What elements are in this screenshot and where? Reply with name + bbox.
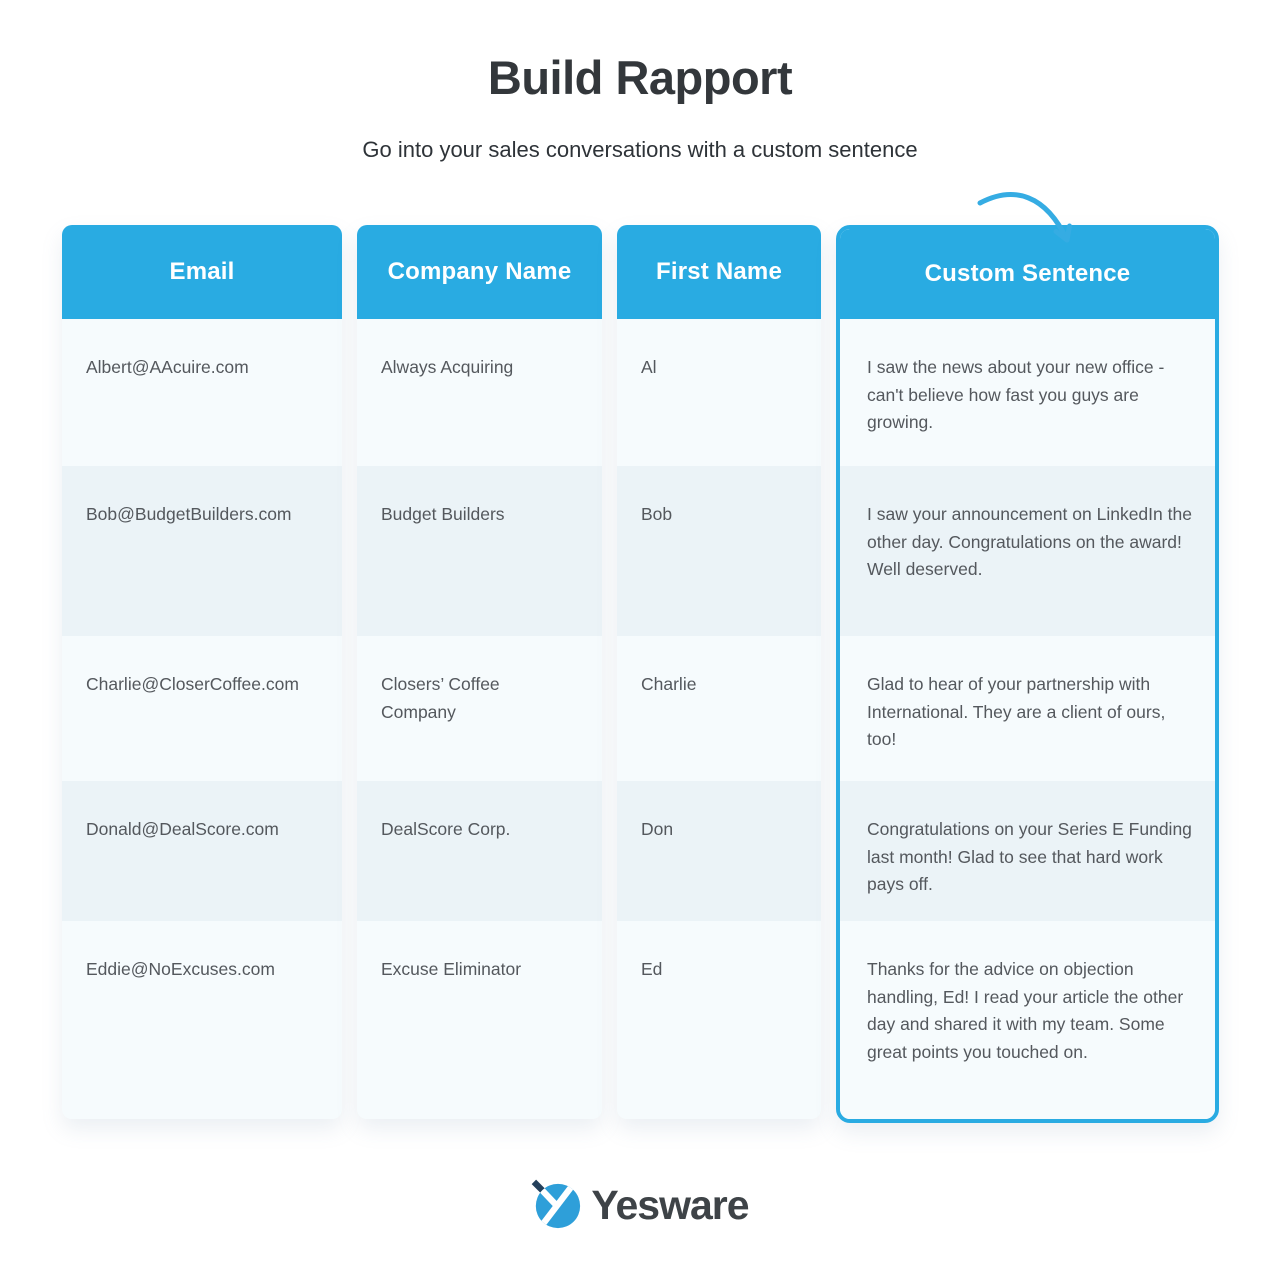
curved-arrow-icon (974, 185, 1084, 268)
table-cell-company: Always Acquiring (357, 319, 602, 466)
table-cell-email: Donald@DealScore.com (62, 781, 342, 921)
table-cell-email: Eddie@NoExcuses.com (62, 921, 342, 1119)
table-cell-custom-sentence: I saw your announcement on LinkedIn the … (840, 466, 1215, 636)
table-cell-company: DealScore Corp. (357, 781, 602, 921)
table-cell-custom-sentence: Glad to hear of your partnership with In… (840, 636, 1215, 781)
table-cell-company: Excuse Eliminator (357, 921, 602, 1119)
table-cell-email: Charlie@CloserCoffee.com (62, 636, 342, 781)
table-cell-first-name: Bob (617, 466, 821, 636)
table-cell-company: Budget Builders (357, 466, 602, 636)
brand-name: Yesware (591, 1181, 749, 1228)
column-body-custom-sentence: I saw the news about your new office - c… (840, 319, 1215, 1119)
column-custom-sentence: Custom Sentence I saw the news about you… (836, 225, 1219, 1123)
brand-footer: Yesware (62, 1179, 1218, 1231)
table-cell-first-name: Don (617, 781, 821, 921)
table-cell-email: Albert@AAcuire.com (62, 319, 342, 466)
column-header-first-name: First Name (617, 225, 821, 319)
table-cell-custom-sentence: I saw the news about your new office - c… (840, 319, 1215, 466)
column-header-company-name: Company Name (357, 225, 602, 319)
table-cell-email: Bob@BudgetBuilders.com (62, 466, 342, 636)
table-cell-company: Closers’ Coffee Company (357, 636, 602, 781)
column-header-custom-sentence: Custom Sentence (840, 229, 1215, 319)
page-title: Build Rapport (487, 51, 793, 104)
subtitle: Go into your sales conversations with a … (362, 137, 918, 162)
table-cell-first-name: Charlie (617, 636, 821, 781)
subtitle-row: Go into your sales conversations with a … (62, 105, 1218, 243)
table-cell-first-name: Al (617, 319, 821, 466)
table-cell-custom-sentence: Congratulations on your Series E Funding… (840, 781, 1215, 921)
table-cell-first-name: Ed (617, 921, 821, 1119)
table-cell-custom-sentence: Thanks for the advice on objection handl… (840, 921, 1215, 1119)
yesware-logo-icon (531, 1179, 583, 1231)
page: Build Rapport Go into your sales convers… (62, 0, 1219, 1231)
column-header-email: Email (62, 225, 342, 319)
